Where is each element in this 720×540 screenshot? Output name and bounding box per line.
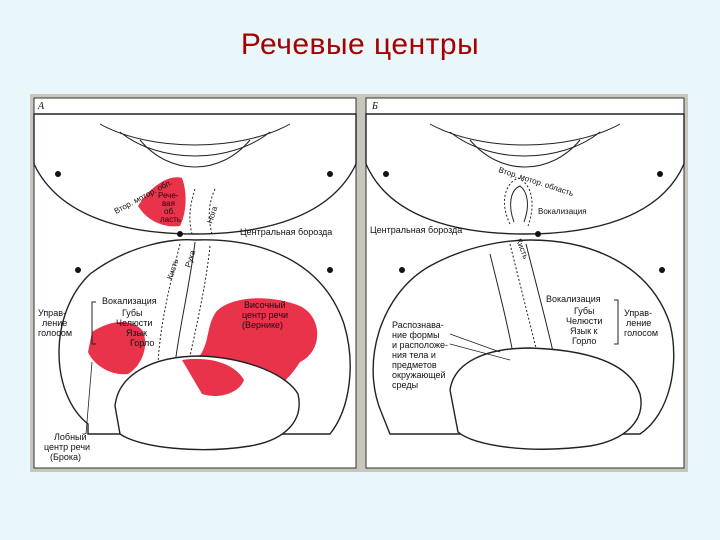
panel-a-broca-label-1: Лобный [54, 432, 87, 442]
panel-b-recognition-label-7: среды [392, 380, 418, 390]
panel-a-jaws-label: Челюсти [116, 318, 152, 328]
panel-b-lips-label: Губы [574, 306, 595, 316]
panel-a-top-dotted-line [189, 188, 196, 235]
panel-b-dot-lower-right [659, 267, 665, 273]
panel-a-wernicke-label-1: Височный [244, 300, 286, 310]
panel-a-top-speech-area [138, 177, 186, 227]
panel-b-central-sulcus-label: Центральная борозда [370, 225, 462, 235]
panel-b-letter: Б [371, 101, 378, 112]
panel-a-speech-label-2: вая [162, 199, 175, 208]
panel-b-recognition-label-2: ние формы [392, 330, 440, 340]
panel-a-voice-control-label-2: ление [42, 318, 67, 328]
panel-a-central-sulcus-line [157, 243, 181, 365]
panel-b-recognition-label-3: и расположе- [392, 340, 448, 350]
panel-b-throat-label: Горло [572, 336, 596, 346]
panel-b-tongue-label: Язык к [570, 326, 598, 336]
panel-a-top-gyrus-1 [99, 123, 291, 146]
panel-a-throat-label: Горло [130, 338, 154, 348]
panel-b-top-hemisphere [365, 113, 685, 235]
panel-b-top-inner-loop [510, 185, 528, 223]
panel-a-dot-center [177, 231, 183, 237]
panel-a-broca-label-2: центр речи [44, 442, 90, 452]
panel-b-recognition-label-5: предметов [392, 360, 437, 370]
panel-a-dot-lower-left [75, 267, 81, 273]
panel-a-dot-right [327, 171, 333, 177]
panel-a-wernicke-overlap [182, 358, 244, 397]
panel-a-vocalization-label: Вокализация [102, 296, 157, 306]
panel-b-dot-center [535, 231, 541, 237]
panel-a-top-hemisphere [33, 113, 357, 235]
panel-b-recognition-label-4: ния тела и [392, 350, 436, 360]
panel-a-broca-label-3: (Брока) [50, 452, 81, 462]
panel-b-voice-control-label-2: ление [626, 318, 651, 328]
panel-b-dot-left [383, 171, 389, 177]
panel-b-vocalization-top-label: Вокализация [538, 207, 587, 216]
panel-b-dot-lower-left [399, 267, 405, 273]
panel-a-dot-left [55, 171, 61, 177]
panel-a-broca-pointer [85, 361, 93, 435]
panel-a-speech-label-1: Рече- [158, 191, 179, 200]
panel-b-precentral-line [525, 243, 555, 357]
panel-a-broca-area [88, 321, 146, 375]
panel-b-voice-control-label-3: голосом [624, 328, 658, 338]
panel-a-precentral-line [174, 241, 196, 365]
panel-a-bracket [91, 301, 96, 345]
panel-b-recognition-label-1: Распознава- [392, 320, 444, 330]
panel-b-vocalization-label: Вокализация [546, 294, 601, 304]
brain-speech-centers-figure: A Втор. мотор. обл. Рече- вая об. ласть … [30, 94, 688, 472]
panel-a-postcentral-line [189, 245, 211, 357]
slide-title: Речевые центры [240, 28, 480, 61]
panel-b: Б Втор. мотор. область Вокализация Центр… [365, 97, 685, 469]
panel-a-tongue-label: Язык [126, 328, 147, 338]
panel-b-top-gyrus-2 [449, 131, 601, 157]
panel-a-letter: A [37, 101, 45, 112]
panel-b-dot-right [657, 171, 663, 177]
panel-a-dot-lower-right [327, 267, 333, 273]
panel-a-lips-label: Губы [122, 308, 143, 318]
panel-a-speech-label-4: ласть [160, 215, 181, 224]
panel-b-top-dotted-loop [503, 177, 533, 227]
panel-b-top-gyrus-1 [429, 123, 621, 146]
panel-b-top-gyrus-3 [469, 139, 581, 168]
panel-b-jaws-label: Челюсти [566, 316, 602, 326]
panel-b-voice-control-label-1: Управ- [624, 308, 652, 318]
panel-a-temporal-lobe [114, 355, 300, 451]
panel-a-top-gyrus-3 [139, 139, 251, 168]
panel-a-voice-control-label-1: Управ- [38, 308, 66, 318]
panel-a-central-sulcus-label: Центральная борозда [240, 227, 332, 237]
panel-b-recognition-pointer [449, 333, 511, 361]
panel-a-wernicke-label-2: центр речи [242, 310, 288, 320]
panel-a: A Втор. мотор. обл. Рече- вая об. ласть … [33, 97, 357, 469]
panel-b-bracket [614, 299, 619, 345]
panel-a-wernicke-label-3: (Вернике) [242, 320, 283, 330]
panel-b-recognition-label-6: окружающей [392, 370, 446, 380]
panel-a-top-gyrus-2 [119, 131, 271, 157]
panel-a-speech-label-3: об. [164, 207, 175, 216]
brain-diagram: A Втор. мотор. обл. Рече- вая об. ласть … [33, 97, 685, 469]
panel-a-voice-control-label-3: голосом [38, 328, 72, 338]
